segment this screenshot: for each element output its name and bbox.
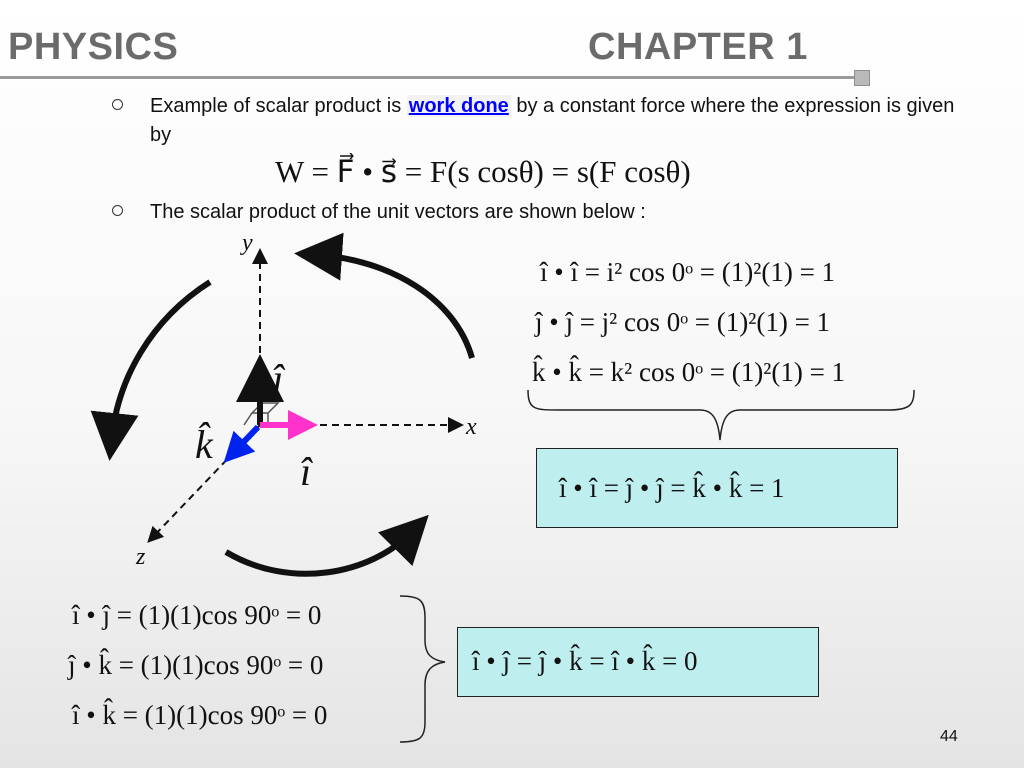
- slide-subject-title: PHYSICS: [8, 26, 179, 68]
- rotation-arrow-bottom: [224, 514, 429, 577]
- bullet-text-after: by a constant force where the expression…: [150, 95, 955, 146]
- z-axis-label: z: [135, 544, 146, 570]
- header-divider-marker: [854, 70, 870, 86]
- parallel-equation-j: ĵ • ĵ = j² cos 0ᵒ = (1)²(1) = 1: [535, 307, 831, 337]
- perpendicular-summary: î • ĵ = ĵ • k̂ = î • k̂ = 0: [472, 646, 698, 676]
- summary-brace-bottom: [399, 595, 446, 743]
- bullet-unit-vectors: The scalar product of the unit vectors a…: [112, 198, 980, 227]
- slide-chapter-title: CHAPTER 1: [588, 26, 808, 68]
- work-equation: W = F⃗ • s⃗ = F(s cosθ) = s(F cosθ): [275, 154, 691, 189]
- parallel-summary-box: î • î = ĵ • ĵ = k̂ • k̂ = 1: [536, 448, 898, 528]
- k-hat-vector: [223, 424, 261, 463]
- rotation-arrow-left: [90, 279, 212, 461]
- bullet-text: The scalar product of the unit vectors a…: [150, 201, 646, 223]
- header-divider: [0, 76, 858, 79]
- x-axis-label: x: [465, 414, 477, 440]
- parallel-equation-k: k̂ • k̂ = k² cos 0ᵒ = (1)²(1) = 1: [532, 357, 846, 387]
- perpendicular-equation-ij: î • ĵ = (1)(1)cos 90ᵒ = 0: [72, 600, 322, 630]
- page-number: 44: [940, 728, 958, 745]
- rotation-arrow-top: [294, 232, 475, 359]
- perpendicular-summary-box: î • ĵ = ĵ • k̂ = î • k̂ = 0: [457, 627, 819, 697]
- parallel-summary: î • î = ĵ • ĵ = k̂ • k̂ = 1: [559, 473, 785, 503]
- perpendicular-equation-ik: î • k̂ = (1)(1)cos 90ᵒ = 0: [72, 700, 328, 730]
- bullet-circle-icon: [112, 205, 123, 216]
- summary-brace-top: [527, 389, 915, 441]
- k-hat-label: k̂: [195, 422, 214, 467]
- bullet-circle-icon: [112, 99, 123, 110]
- perpendicular-equation-jk: ĵ • k̂ = (1)(1)cos 90ᵒ = 0: [68, 650, 324, 680]
- bullet-text-before: Example of scalar product is: [150, 95, 407, 117]
- i-hat-label: î: [300, 449, 313, 494]
- parallel-equation-i: î • î = i² cos 0ᵒ = (1)²(1) = 1: [540, 257, 836, 287]
- bullet-work-done: Example of scalar product is work done b…: [112, 92, 980, 150]
- work-done-highlight: work done: [406, 95, 511, 117]
- y-axis-label: y: [240, 230, 253, 256]
- j-hat-label: ĵ: [267, 356, 286, 401]
